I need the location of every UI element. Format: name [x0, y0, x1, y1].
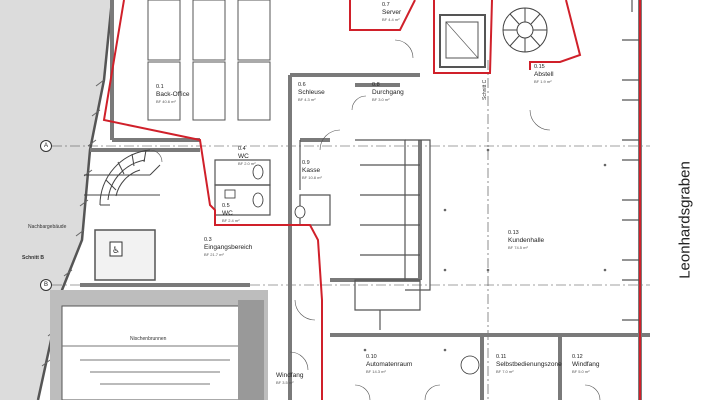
accessible-wc: ♿: [94, 229, 156, 281]
thin-walls: [214, 139, 431, 330]
room-label-selbstbedienungszone: 0.11 Selbstbedienungszone BF 7.0 m²: [496, 354, 562, 374]
facade-windows: [622, 0, 641, 321]
room-label-abstell: 0.15 Abstell BF 1.9 m²: [534, 64, 554, 84]
neighbor-building-area: [0, 0, 112, 400]
fountain-basin: [61, 305, 249, 400]
room-label-kasse: 0.9 Kasse BF 10.8 m²: [302, 160, 322, 180]
room-label-durchgang: 0.8 Durchgang BF 3.0 m²: [372, 82, 404, 102]
room-label-automatenraum: 0.10 Automatenraum BF 14.3 m²: [366, 354, 413, 374]
section-b-label: Schnitt B: [22, 255, 44, 261]
stair-left: [84, 149, 161, 206]
room-label-back-office: 0.1 Back-Office BF 40.6 m²: [156, 84, 190, 104]
axis-marker-a: A: [40, 140, 52, 152]
room-label-schleuse: 0.6 Schleuse BF 4.3 m²: [298, 82, 325, 102]
red-boundary: [102, 0, 641, 400]
parking-bays: [147, 0, 271, 121]
door-swings: [149, 39, 601, 400]
section-c-label: Schnitt C: [482, 79, 488, 100]
neighbor-label: Nachbargebäude: [28, 224, 67, 230]
street-label: Leonhardsgraben: [676, 161, 694, 279]
room-label-windfang-right: 0.12 Windfang BF 5.0 m²: [572, 354, 600, 374]
fountain-roof-lines: [62, 345, 248, 385]
svg-text:♿: ♿: [112, 246, 120, 256]
fountain-foot: [238, 300, 264, 400]
room-label-wc-2: 0.5 WC BF 2.4 m²: [222, 203, 240, 223]
room-label-server: 0.7 Server BF 4.4 m²: [382, 2, 402, 22]
room-label-eingangsbereich: 0.3 Eingangsbereich BF 21.7 m²: [204, 237, 253, 257]
room-label-windfang-left: Windfang BF 3.5 m²: [276, 372, 304, 385]
room-label-kundenhalle: 0.13 Kundenhalle BF 74.5 m²: [508, 230, 545, 250]
room-label-wc-1: 0.4 WC BF 2.0 m²: [238, 146, 256, 166]
axis-marker-b: B: [40, 279, 52, 291]
stair-right: [502, 7, 548, 53]
grid-dots: [363, 148, 607, 352]
fixtures: [224, 164, 480, 375]
elevator: [439, 14, 486, 68]
fountain-label: Nischenbrunnen: [130, 336, 167, 342]
